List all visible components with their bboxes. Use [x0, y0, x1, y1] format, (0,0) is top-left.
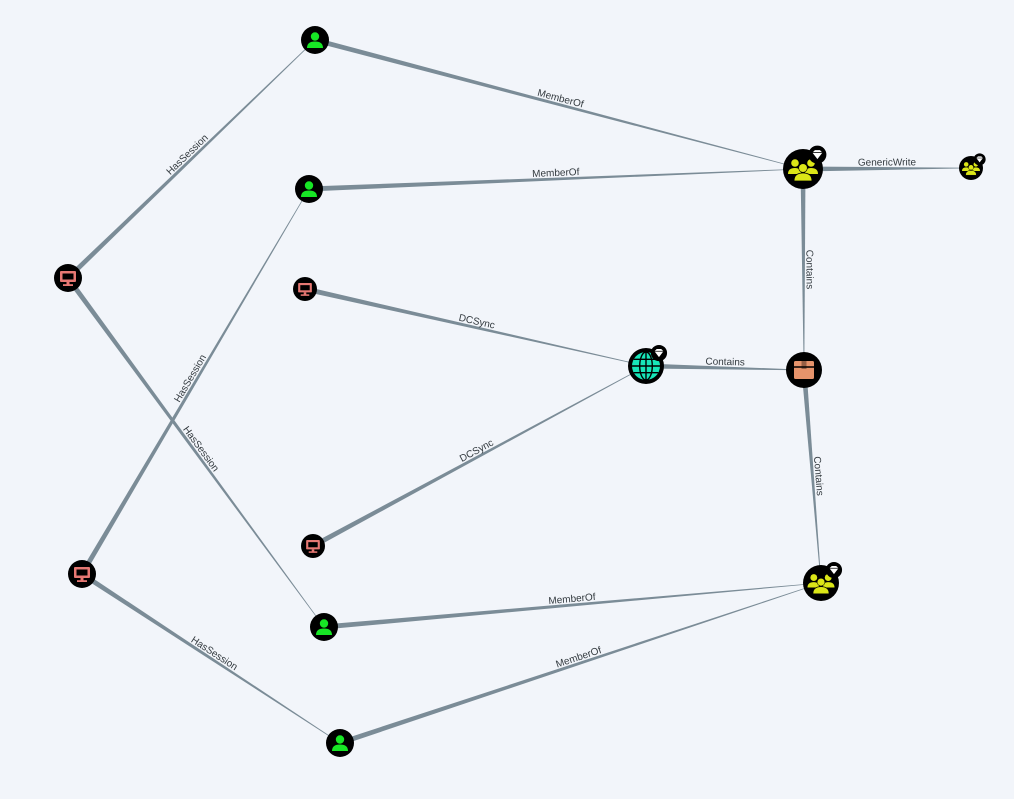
diamond-badge-icon	[808, 145, 827, 164]
user-icon	[316, 619, 332, 635]
edge-line[interactable]	[801, 369, 822, 584]
edge-line[interactable]	[323, 582, 822, 630]
monitor-icon	[74, 567, 90, 582]
edge-label: MemberOf	[536, 88, 585, 111]
edge-label: HasSession	[165, 133, 211, 178]
edge-line[interactable]	[311, 365, 647, 549]
edge-label: Contains	[803, 250, 814, 290]
edge-line[interactable]	[314, 37, 804, 170]
group-node[interactable]	[783, 145, 827, 189]
edge-label: MemberOf	[548, 592, 596, 607]
edge-label: HasSession	[189, 635, 240, 673]
domain-node[interactable]	[628, 344, 668, 384]
edge-line[interactable]	[66, 39, 316, 280]
user-icon	[307, 32, 323, 48]
edge-label: GenericWrite	[858, 157, 917, 168]
edge-contains[interactable]: Contains	[801, 369, 826, 584]
edge-label: MemberOf	[532, 167, 580, 180]
edge-line[interactable]	[65, 276, 325, 628]
ou-node[interactable]	[786, 352, 822, 388]
edge-line[interactable]	[308, 168, 804, 192]
user-node[interactable]	[295, 175, 323, 203]
edge-line[interactable]	[79, 188, 310, 576]
group-node[interactable]	[803, 561, 843, 601]
edge-line[interactable]	[645, 363, 805, 371]
edge-line[interactable]	[80, 571, 341, 744]
edge-contains[interactable]: Contains	[645, 357, 805, 371]
edge-hassession[interactable]: HasSession	[79, 188, 310, 576]
edge-hassession[interactable]: HasSession	[80, 571, 341, 744]
edge-memberof[interactable]: MemberOf	[308, 167, 804, 192]
user-node[interactable]	[301, 26, 329, 54]
computer-node[interactable]	[293, 277, 317, 301]
edge-memberof[interactable]: MemberOf	[339, 582, 822, 746]
globe-icon	[632, 351, 660, 381]
edge-label: Contains	[705, 357, 745, 369]
diamond-badge-icon	[650, 344, 668, 362]
edge-genericwrite[interactable]: GenericWrite	[802, 157, 972, 172]
edge-line[interactable]	[800, 168, 806, 371]
group-node[interactable]	[959, 153, 986, 180]
edge-dcsync[interactable]: DCSync	[304, 286, 647, 367]
user-icon	[332, 735, 348, 751]
edge-label: HasSession	[180, 424, 220, 474]
edge-hassession[interactable]: HasSession	[65, 276, 325, 628]
edge-hassession[interactable]: HasSession	[66, 39, 316, 280]
edge-line[interactable]	[304, 286, 647, 367]
edge-line[interactable]	[339, 582, 822, 746]
computer-node[interactable]	[301, 534, 325, 558]
diamond-badge-icon	[973, 153, 986, 166]
edge-memberof[interactable]: MemberOf	[314, 37, 804, 170]
computer-node[interactable]	[54, 264, 82, 292]
edge-dcsync[interactable]: DCSync	[311, 365, 647, 549]
user-node[interactable]	[310, 613, 338, 641]
edge-label: HasSession	[172, 353, 209, 405]
group-icon	[788, 159, 818, 182]
group-icon	[807, 574, 835, 595]
group-icon	[962, 162, 980, 176]
edge-contains[interactable]: Contains	[800, 168, 815, 371]
nodes-layer	[54, 26, 986, 757]
box-icon	[794, 361, 814, 379]
user-icon	[301, 181, 317, 197]
monitor-icon	[306, 540, 320, 553]
diamond-badge-icon	[825, 561, 843, 579]
edges-layer: HasSessionHasSessionHasSessionHasSession…	[65, 37, 972, 746]
edge-memberof[interactable]: MemberOf	[323, 582, 822, 630]
computer-node[interactable]	[68, 560, 96, 588]
edge-line[interactable]	[802, 166, 972, 172]
monitor-icon	[60, 271, 76, 286]
edge-label: Contains	[811, 456, 825, 496]
monitor-icon	[298, 283, 312, 296]
edge-label: MemberOf	[555, 645, 603, 670]
user-node[interactable]	[326, 729, 354, 757]
